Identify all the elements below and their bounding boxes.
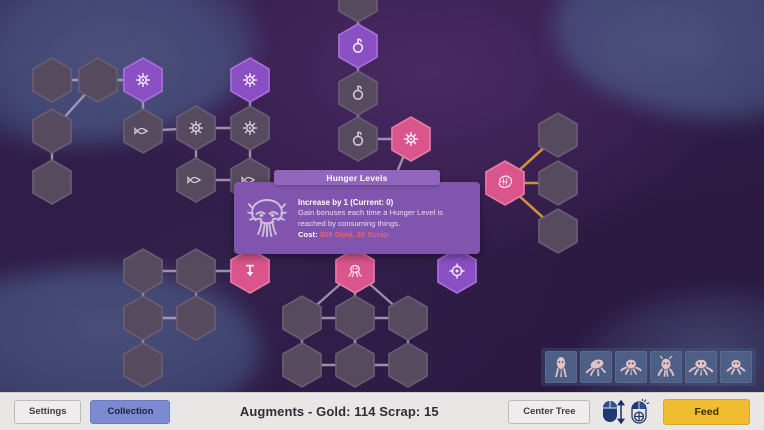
gear-icon bbox=[188, 120, 204, 136]
resource-status-text: Augments - Gold: 114 Scrap: 15 bbox=[239, 404, 439, 419]
tooltip-cost-label: Cost: bbox=[298, 229, 318, 239]
tree-node-special[interactable] bbox=[230, 248, 270, 294]
node-hexagon bbox=[335, 342, 375, 388]
tree-node-locked[interactable] bbox=[338, 70, 378, 116]
tree-node-locked[interactable] bbox=[538, 160, 578, 206]
tooltip-title: Hunger Levels bbox=[274, 170, 440, 185]
tooltip-effect-title: Increase by 1 (Current: 0) bbox=[298, 197, 394, 207]
node-hexagon bbox=[32, 57, 72, 103]
creature-slot[interactable] bbox=[720, 351, 752, 383]
tree-node-locked[interactable] bbox=[335, 295, 375, 341]
node-hexagon bbox=[123, 108, 163, 154]
tree-node-locked[interactable] bbox=[176, 295, 216, 341]
mouse-drag-pan-icon bbox=[631, 398, 650, 424]
node-hexagon bbox=[282, 342, 322, 388]
tooltip-cost-row: Cost: 300 Gold, 20 Scrap bbox=[298, 230, 472, 241]
skill-tree-graph bbox=[32, 0, 578, 388]
cephalopod-head-icon bbox=[240, 189, 294, 247]
creature-slot[interactable] bbox=[580, 351, 612, 383]
tree-node-locked[interactable] bbox=[78, 57, 118, 103]
tree-node-locked[interactable] bbox=[176, 105, 216, 151]
node-hexagon bbox=[335, 248, 375, 294]
node-hexagon bbox=[338, 70, 378, 116]
creature-slot[interactable] bbox=[615, 351, 647, 383]
node-hexagon bbox=[538, 160, 578, 206]
tree-node-special[interactable] bbox=[335, 248, 375, 294]
node-hexagon bbox=[32, 159, 72, 205]
octopus-tall-icon bbox=[657, 355, 675, 377]
squid-upright-icon bbox=[555, 357, 567, 377]
tree-node-locked[interactable] bbox=[230, 105, 270, 151]
tree-node-unlocked[interactable] bbox=[123, 57, 163, 103]
node-hexagon bbox=[78, 57, 118, 103]
tooltip-description-line-2: reached by consuming things. bbox=[298, 219, 401, 228]
tree-node-unlocked[interactable] bbox=[437, 248, 477, 294]
node-hexagon bbox=[338, 23, 378, 69]
octopus-spread-icon bbox=[620, 359, 642, 376]
skill-tree-canvas[interactable]: Hunger Levels bbox=[0, 0, 764, 392]
node-hexagon bbox=[123, 342, 163, 388]
tree-node-locked[interactable] bbox=[335, 342, 375, 388]
tree-node-locked[interactable] bbox=[538, 112, 578, 158]
gear-icon bbox=[242, 120, 258, 136]
tree-node-locked[interactable] bbox=[176, 248, 216, 294]
octopus-small-icon bbox=[726, 360, 746, 375]
tree-node-locked[interactable] bbox=[32, 159, 72, 205]
gear-icon bbox=[242, 72, 258, 88]
tree-node-locked[interactable] bbox=[282, 295, 322, 341]
tree-node-special[interactable] bbox=[485, 160, 525, 206]
tree-node-special[interactable] bbox=[391, 116, 431, 162]
tree-node-locked[interactable] bbox=[123, 108, 163, 154]
node-hexagon bbox=[335, 295, 375, 341]
tree-node-locked[interactable] bbox=[388, 295, 428, 341]
tree-node-locked[interactable] bbox=[538, 208, 578, 254]
node-hexagon bbox=[538, 112, 578, 158]
node-hexagon bbox=[338, 0, 378, 23]
mouse-hint-group bbox=[599, 398, 654, 425]
gear-icon bbox=[403, 131, 419, 147]
creature-slot[interactable] bbox=[650, 351, 682, 383]
node-hexagon bbox=[338, 116, 378, 162]
tree-node-unlocked[interactable] bbox=[230, 57, 270, 103]
node-hexagon bbox=[123, 248, 163, 294]
node-hexagon bbox=[538, 208, 578, 254]
node-hexagon bbox=[176, 295, 216, 341]
node-tooltip: Increase by 1 (Current: 0) Gain bonuses … bbox=[234, 182, 480, 254]
octopus-wide-icon bbox=[688, 359, 714, 376]
node-hexagon bbox=[123, 295, 163, 341]
settings-button[interactable]: Settings bbox=[14, 399, 82, 424]
gear-icon bbox=[135, 72, 151, 88]
node-hexagon bbox=[282, 295, 322, 341]
bottom-toolbar: Settings Collection Augments - Gold: 114… bbox=[0, 392, 764, 430]
tree-node-locked[interactable] bbox=[338, 0, 378, 23]
tooltip-description-line-1: Gain bonuses each time a Hunger Level is bbox=[298, 208, 444, 218]
tree-node-unlocked[interactable] bbox=[338, 23, 378, 69]
creature-slot[interactable] bbox=[545, 351, 577, 383]
node-hexagon bbox=[388, 342, 428, 388]
tooltip-cost-value: 300 Gold, 20 Scrap bbox=[319, 229, 389, 239]
node-hexagon bbox=[176, 248, 216, 294]
tooltip-body: Increase by 1 (Current: 0) Gain bonuses … bbox=[294, 196, 472, 240]
node-hexagon bbox=[485, 160, 525, 206]
tree-node-locked[interactable] bbox=[123, 295, 163, 341]
tree-node-locked[interactable] bbox=[388, 342, 428, 388]
tree-node-locked[interactable] bbox=[176, 157, 216, 203]
tree-node-locked[interactable] bbox=[123, 248, 163, 294]
collection-button[interactable]: Collection bbox=[90, 399, 171, 424]
tree-node-locked[interactable] bbox=[282, 342, 322, 388]
squid-side-icon bbox=[585, 359, 607, 377]
creature-slot[interactable] bbox=[685, 351, 717, 383]
center-tree-button[interactable]: Center Tree bbox=[508, 399, 591, 424]
node-hexagon bbox=[32, 108, 72, 154]
tree-node-locked[interactable] bbox=[32, 57, 72, 103]
node-hexagon bbox=[176, 157, 216, 203]
mouse-scroll-zoom-icon bbox=[603, 399, 626, 424]
creature-collection-bar[interactable] bbox=[541, 348, 756, 386]
node-hexagon bbox=[388, 295, 428, 341]
feed-button[interactable]: Feed bbox=[663, 398, 750, 425]
tree-node-locked[interactable] bbox=[32, 108, 72, 154]
tree-node-locked[interactable] bbox=[338, 116, 378, 162]
tree-node-locked[interactable] bbox=[123, 342, 163, 388]
